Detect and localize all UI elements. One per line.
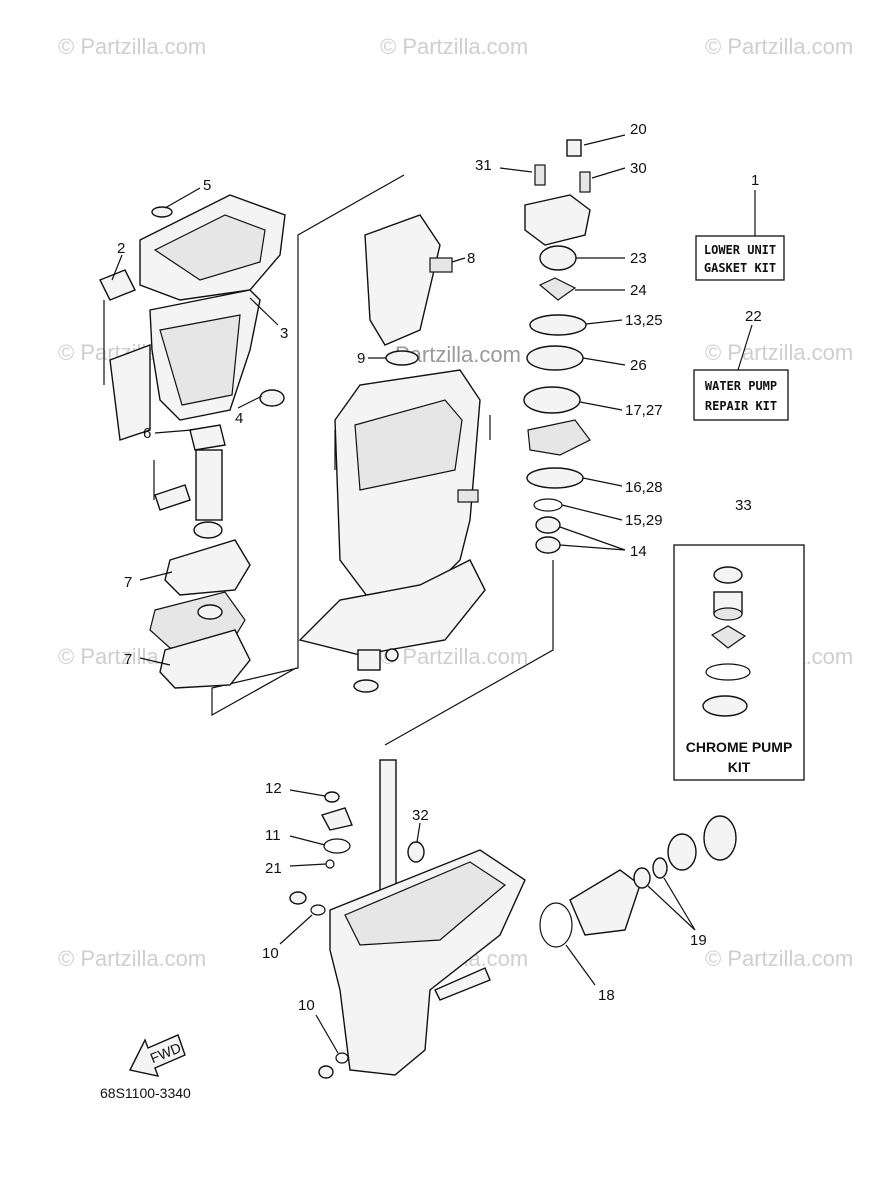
- callout-14: 14: [630, 543, 647, 560]
- callout-23: 23: [630, 250, 647, 267]
- kit-chrome-pump-line2: KIT: [728, 759, 751, 775]
- callout-30: 30: [630, 160, 647, 177]
- callout-1: 1: [751, 172, 759, 189]
- callout-9: 9: [357, 350, 365, 367]
- callout-11: 11: [265, 827, 281, 844]
- callout-33: 33: [735, 497, 752, 514]
- kit-lower-unit-gasket: LOWER UNIT GASKET KIT: [695, 235, 785, 281]
- watermark: © Partzilla.com: [380, 644, 528, 669]
- callout-4: 4: [235, 410, 243, 427]
- lower-case-assembly: [289, 759, 737, 1079]
- water-pump-stack: [523, 139, 591, 554]
- callout-13-25: 13,25: [625, 312, 663, 329]
- diagram-code: 68S1100-3340: [100, 1085, 191, 1101]
- callout-7-upper: 7: [124, 574, 132, 591]
- callout-7-lower: 7: [124, 651, 132, 668]
- callout-24: 24: [630, 282, 647, 299]
- drive-shaft-housing: [298, 214, 491, 693]
- kit-lower-unit-line1: LOWER UNIT: [704, 243, 776, 257]
- watermark: © Partzilla.com: [705, 34, 853, 59]
- group-bracket: [103, 174, 554, 746]
- callout-17-27: 17,27: [625, 402, 663, 419]
- callout-10-lower: 10: [298, 997, 315, 1014]
- callout-32: 32: [412, 807, 429, 824]
- callout-22: 22: [745, 308, 762, 325]
- callout-2: 2: [117, 240, 125, 257]
- kit-water-pump-repair: WATER PUMP REPAIR KIT: [693, 369, 789, 421]
- kit-water-pump-line1: WATER PUMP: [705, 379, 777, 393]
- kit-water-pump-line2: REPAIR KIT: [705, 399, 777, 413]
- callout-21: 21: [265, 860, 282, 877]
- callout-6: 6: [143, 425, 151, 442]
- callout-12: 12: [265, 780, 282, 797]
- callout-16-28: 16,28: [625, 479, 663, 496]
- callout-10-upper: 10: [262, 945, 279, 962]
- exhaust-guide-assembly: [99, 194, 286, 689]
- callout-5: 5: [203, 177, 211, 194]
- kit-chrome-pump: CHROME PUMP KIT: [673, 544, 805, 781]
- callout-8: 8: [467, 250, 475, 267]
- watermark: © Partzilla.com: [380, 34, 528, 59]
- kit-lower-unit-line2: GASKET KIT: [704, 261, 776, 275]
- watermark: © Partzilla.com: [705, 946, 853, 971]
- callout-3: 3: [280, 325, 288, 342]
- callouts: 5 2 3 4 6 7 7 8 9 20 30 31 23 24 13,25 2…: [117, 121, 783, 1014]
- callout-18: 18: [598, 987, 615, 1004]
- callout-26: 26: [630, 357, 647, 374]
- watermark: © Partzilla.com: [58, 946, 206, 971]
- kit-chrome-pump-line1: CHROME PUMP: [686, 739, 793, 755]
- callout-15-29: 15,29: [625, 512, 663, 529]
- leader-lines: [111, 134, 764, 1054]
- watermark: © Partzilla.com: [705, 340, 853, 365]
- fwd-arrow-icon: FWD: [128, 1034, 186, 1077]
- callout-20: 20: [630, 121, 647, 138]
- callout-31: 31: [475, 157, 492, 174]
- callout-19: 19: [690, 932, 707, 949]
- watermark: © Partzilla.com: [58, 34, 206, 59]
